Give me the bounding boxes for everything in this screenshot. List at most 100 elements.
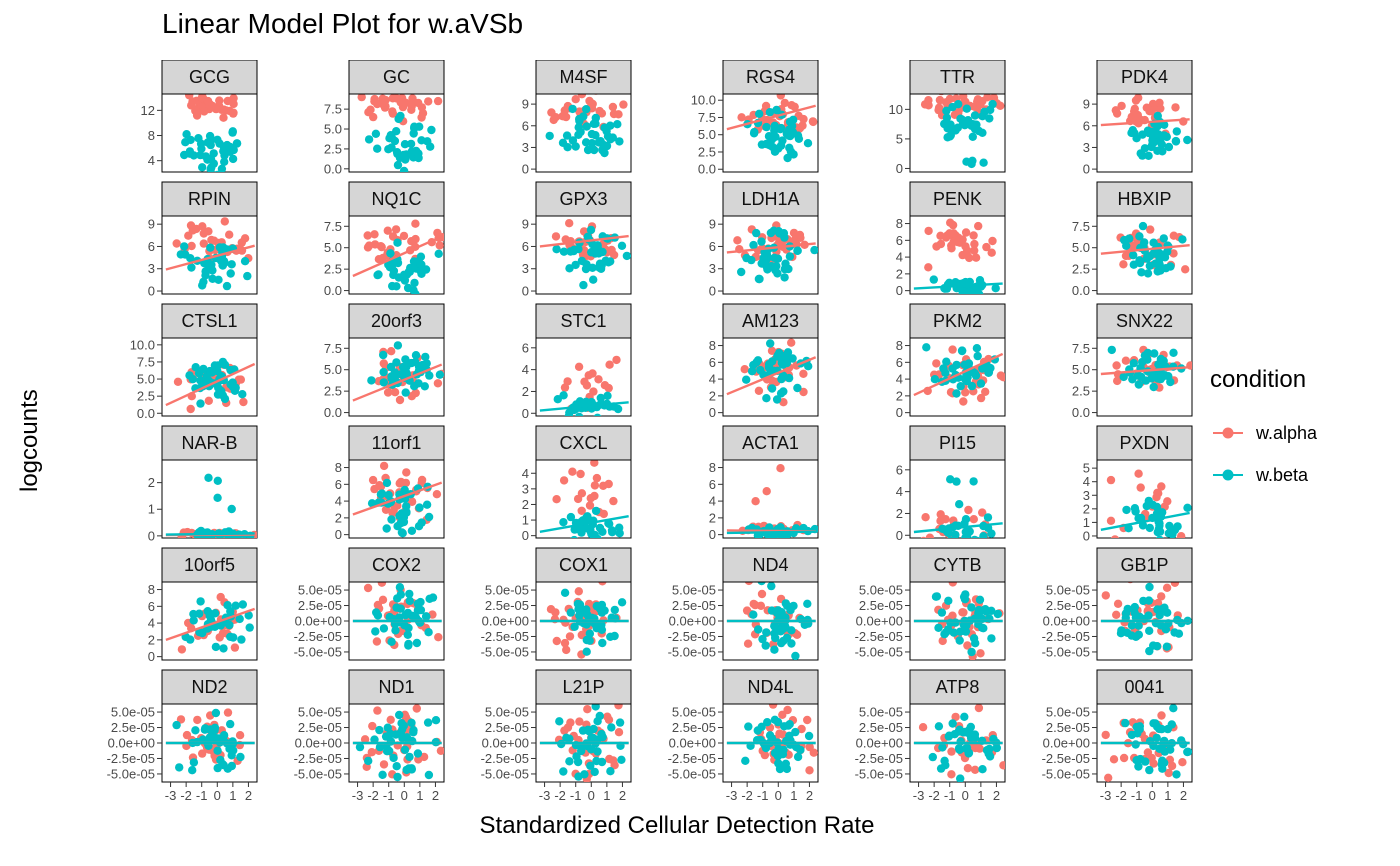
facet-points bbox=[913, 343, 1005, 406]
facet-points bbox=[913, 475, 1003, 538]
y-tick-label: 2.5 bbox=[324, 384, 342, 399]
y-tick-label: 7.5 bbox=[324, 102, 342, 117]
facet-points bbox=[352, 704, 444, 782]
x-tick-label: -3 bbox=[352, 788, 364, 803]
facet-strip-label: COX1 bbox=[559, 555, 608, 575]
y-tick-label: 2.5e-05 bbox=[672, 598, 716, 613]
x-tick-label: 1 bbox=[229, 788, 236, 803]
facet-strip bbox=[722, 181, 819, 217]
y-tick-label: 2.5e-05 bbox=[859, 720, 903, 735]
fit-line bbox=[1100, 118, 1190, 127]
y-tick-label: 6 bbox=[335, 477, 342, 492]
y-tick-label: 10.0 bbox=[130, 337, 155, 352]
facet-points bbox=[726, 582, 816, 660]
y-tick-label: 0.0e+00 bbox=[1043, 614, 1090, 629]
y-tick-label: 0 bbox=[896, 405, 903, 420]
facet-strip bbox=[909, 181, 1006, 217]
y-tick-label: 3 bbox=[148, 261, 155, 276]
fit-line bbox=[539, 401, 629, 412]
facet-points bbox=[165, 708, 255, 775]
y-tick-label: 4 bbox=[1083, 474, 1090, 489]
y-tick-label: 2 bbox=[896, 506, 903, 521]
y-tick-label: 5.0e-05 bbox=[859, 705, 903, 720]
y-tick-label: 8 bbox=[335, 460, 342, 475]
y-tick-label: -5.0e-05 bbox=[1042, 766, 1090, 781]
y-tick-label: 6 bbox=[709, 355, 716, 370]
fit-line bbox=[726, 242, 816, 254]
y-tick-label: 6 bbox=[1083, 118, 1090, 133]
y-tick-label: 5.0e-05 bbox=[1046, 705, 1090, 720]
facet-strip-label: PI15 bbox=[939, 433, 976, 453]
facet-points bbox=[1100, 94, 1192, 160]
y-tick-label: 2.5e-05 bbox=[485, 598, 529, 613]
y-tick-label: 7.5 bbox=[1072, 341, 1090, 356]
x-tick-label: 0 bbox=[962, 788, 969, 803]
y-tick-label: 0 bbox=[896, 283, 903, 298]
y-tick-label: 2.5 bbox=[137, 389, 155, 404]
y-tick-label: 0.0 bbox=[698, 162, 716, 177]
y-tick-label: 10 bbox=[889, 102, 903, 117]
y-axis-title: logcounts bbox=[16, 389, 43, 492]
y-tick-label: -5.0e-05 bbox=[855, 644, 903, 659]
y-tick-label: 4 bbox=[709, 372, 716, 387]
fit-line bbox=[726, 104, 816, 131]
facet-points bbox=[165, 473, 257, 538]
y-tick-label: 2 bbox=[148, 632, 155, 647]
y-tick-label: 6 bbox=[896, 233, 903, 248]
y-tick-label: 6 bbox=[709, 477, 716, 492]
facet-strip-label: GC bbox=[383, 67, 410, 87]
facet-strip bbox=[161, 60, 258, 95]
fit-line bbox=[165, 244, 255, 271]
y-tick-label: 0.0e+00 bbox=[482, 614, 529, 629]
fit-line bbox=[726, 530, 816, 535]
legend-label: w.beta bbox=[1256, 464, 1309, 485]
facet-strip-label: AM123 bbox=[742, 311, 799, 331]
legend-title: condition bbox=[1210, 366, 1307, 393]
y-tick-label: 0 bbox=[709, 527, 716, 542]
facet-points bbox=[913, 704, 1005, 782]
facet-points bbox=[1100, 704, 1192, 782]
facet-strip bbox=[348, 303, 445, 339]
y-tick-label: 5.0e-05 bbox=[672, 705, 716, 720]
y-tick-label: 8 bbox=[896, 216, 903, 231]
x-tick-label: -2 bbox=[554, 788, 566, 803]
y-tick-label: 6 bbox=[896, 462, 903, 477]
x-tick-label: -3 bbox=[539, 788, 551, 803]
y-tick-label: 3 bbox=[1083, 140, 1090, 155]
x-tick-label: 1 bbox=[977, 788, 984, 803]
y-tick-label: 0.0e+00 bbox=[669, 736, 716, 751]
y-tick-label: 0 bbox=[896, 528, 903, 543]
y-tick-label: 2 bbox=[896, 266, 903, 281]
y-tick-label: 2 bbox=[709, 510, 716, 525]
facet-strip-label: ATP8 bbox=[936, 677, 980, 697]
y-tick-label: 0 bbox=[896, 161, 903, 176]
fit-line bbox=[352, 363, 443, 402]
y-tick-label: -2.5e-05 bbox=[1042, 751, 1090, 766]
y-tick-label: 0.0 bbox=[324, 161, 342, 176]
y-tick-label: 0 bbox=[522, 162, 529, 177]
y-tick-label: 8 bbox=[709, 338, 716, 353]
legend-label: w.alpha bbox=[1256, 422, 1318, 443]
y-tick-label: 2 bbox=[522, 384, 529, 399]
y-tick-label: 5.0 bbox=[1072, 240, 1090, 255]
y-tick-label: 5.0 bbox=[1072, 362, 1090, 377]
facet-points bbox=[726, 704, 818, 775]
y-tick-label: 8 bbox=[148, 582, 155, 597]
y-tick-label: -5.0e-05 bbox=[294, 644, 342, 659]
facet-points bbox=[165, 217, 255, 291]
facet-points bbox=[357, 94, 443, 172]
y-tick-label: 6 bbox=[522, 239, 529, 254]
y-tick-label: 5.0e-05 bbox=[111, 705, 155, 720]
facet-points bbox=[726, 94, 818, 163]
y-tick-label: 3 bbox=[709, 261, 716, 276]
facet-strip-label: PENK bbox=[933, 189, 982, 209]
x-tick-label: 2 bbox=[245, 788, 252, 803]
x-tick-label: -1 bbox=[570, 788, 582, 803]
y-tick-label: 5.0e-05 bbox=[672, 583, 716, 598]
facet-points bbox=[913, 218, 1003, 294]
facet-strip-label: CYTB bbox=[933, 555, 981, 575]
y-tick-label: 0 bbox=[148, 649, 155, 664]
y-tick-label: 5.0e-05 bbox=[298, 705, 342, 720]
y-tick-label: 0.0e+00 bbox=[669, 614, 716, 629]
fit-line bbox=[165, 362, 256, 407]
